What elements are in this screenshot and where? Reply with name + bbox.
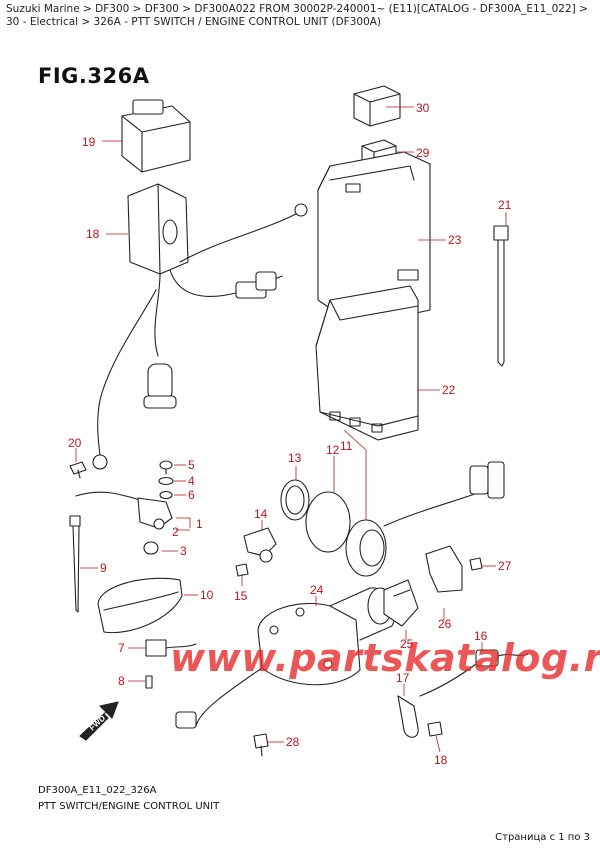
- part-19-harness-connector: [92, 183, 308, 470]
- part-9-cable-tie: [69, 515, 81, 613]
- callout-20: 19: [82, 135, 96, 149]
- part-22-cable-tie: [493, 225, 509, 367]
- callout-22: 21: [498, 198, 512, 212]
- callout-23: 22: [442, 383, 456, 397]
- part-26-bracket: [383, 579, 419, 627]
- callout-6: 6: [188, 488, 195, 502]
- footer-title: PTT SWITCH/ENGINE CONTROL UNIT: [38, 801, 220, 812]
- callout-3: 3: [180, 544, 187, 558]
- footer-code: DF300A_E11_022_326A: [38, 785, 157, 796]
- part-14-holder: [243, 527, 277, 563]
- part-6-washer: [159, 490, 173, 500]
- part-10-switch-cover: [97, 577, 183, 634]
- pager: Страница с 1 по 3: [495, 832, 590, 843]
- callout-15: 15: [234, 589, 248, 603]
- callout-31: 30: [416, 101, 430, 115]
- callout-25: 24: [310, 583, 324, 597]
- watermark: www.partskatalog.ru: [170, 636, 600, 680]
- leader-lines: [75, 106, 507, 753]
- callout-9: 9: [100, 561, 107, 575]
- part-21-bolt: [69, 461, 87, 479]
- part-3-clip: [143, 541, 159, 555]
- callout-14: 14: [254, 507, 268, 521]
- figure-title: FIG.326A: [38, 64, 150, 88]
- callout-1: 1: [196, 517, 203, 531]
- callout-19: 18: [86, 227, 100, 241]
- callout-28: 27: [498, 559, 512, 573]
- callout-13: 13: [288, 451, 302, 465]
- callout-8: 8: [118, 674, 125, 688]
- callout-27: 26: [438, 617, 452, 631]
- breadcrumb: Suzuki Marine > DF300 > DF300 > DF300A02…: [6, 3, 588, 28]
- part-28-screw: [469, 557, 483, 571]
- part-7-switch: [145, 639, 197, 657]
- part-11-ptt-switch-assy: [345, 461, 505, 577]
- callout-labels: 19 18 30 29 23 22 21 20 5 4 6 1 2 3 9 10…: [68, 101, 512, 767]
- callout-18: 18: [434, 753, 448, 767]
- part-20-relay-cover: [121, 99, 191, 173]
- callout-24: 23: [448, 233, 462, 247]
- part-12-o-ring: [305, 491, 351, 553]
- part-5-screw: [159, 460, 173, 475]
- callout-16: 16: [474, 629, 488, 643]
- callout-17: 17: [396, 671, 410, 685]
- part-31-relay: [353, 85, 401, 127]
- part-29-bolt: [253, 733, 269, 757]
- part-8-screw: [145, 675, 153, 689]
- callout-2: 2: [172, 525, 179, 539]
- callout-5: 5: [188, 458, 195, 472]
- fwd-arrow-icon: [79, 701, 119, 741]
- part-25-ptt-motor: [175, 587, 396, 729]
- callout-7: 7: [118, 641, 125, 655]
- callout-21: 20: [68, 436, 82, 450]
- callout-30: 29: [416, 146, 430, 160]
- callout-11: 11: [340, 439, 353, 453]
- part-16-harness: [419, 649, 529, 697]
- part-17-clamp: [397, 695, 419, 738]
- part-4-washer: [158, 476, 174, 486]
- part-18-screw: [427, 721, 443, 737]
- callout-12: 12: [326, 443, 340, 457]
- part-15-screw: [235, 563, 249, 577]
- callout-10: 10: [200, 588, 214, 602]
- part-23-ecu: [315, 285, 419, 441]
- callout-29: 28: [286, 735, 300, 749]
- part-13-grommet: [280, 479, 310, 521]
- part-1-ptt-switch: [75, 491, 173, 530]
- callout-4: 4: [188, 474, 195, 488]
- part-27-clamp: [425, 545, 463, 593]
- callout-26: 25: [400, 637, 414, 651]
